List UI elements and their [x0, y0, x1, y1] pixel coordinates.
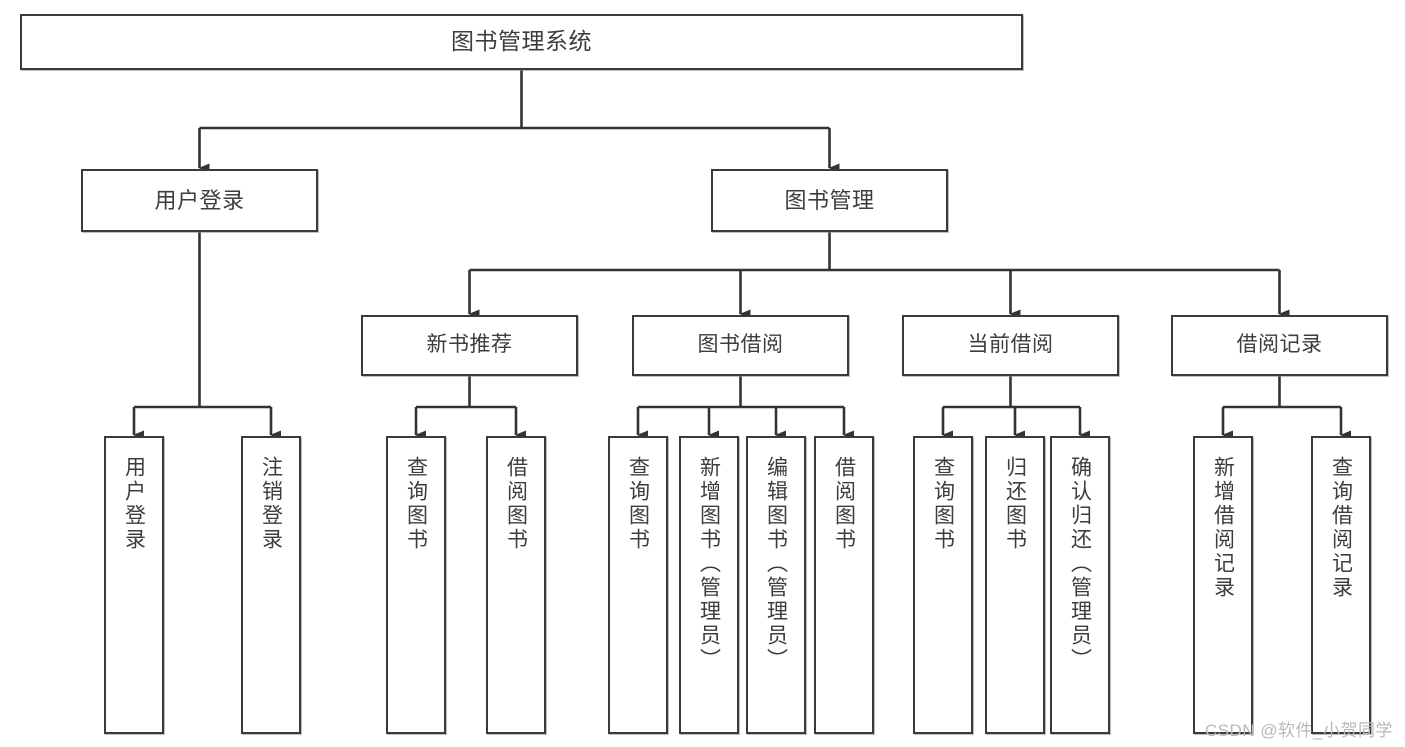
node-new-book-rec[interactable]: 新书推荐	[361, 315, 578, 376]
node-label-leaf-borrow-query: 查询图书	[626, 456, 650, 552]
node-label-leaf-cur-return: 归还图书	[1003, 456, 1027, 552]
node-label-leaf-rec-add: 新增借阅记录	[1211, 456, 1235, 600]
node-label-leaf-logout: 注销登录	[259, 456, 283, 552]
node-label-leaf-rec-query-log: 查询借阅记录	[1329, 456, 1353, 600]
node-user-login[interactable]: 用户登录	[81, 169, 318, 232]
node-label-leaf-borrow-add: 新增图书（管理员）	[697, 456, 721, 672]
node-label-leaf-user-login: 用户登录	[122, 456, 146, 552]
node-label-book-borrow: 图书借阅	[697, 333, 784, 357]
node-label-leaf-borrow-edit: 编辑图书（管理员）	[764, 456, 788, 672]
node-label-book-manage: 图书管理	[784, 187, 875, 213]
node-label-leaf-rec-query: 查询图书	[404, 456, 428, 552]
node-leaf-borrow-lend[interactable]: 借阅图书	[814, 436, 874, 734]
node-leaf-rec-borrow[interactable]: 借阅图书	[486, 436, 546, 734]
node-label-leaf-cur-confirm: 确认归还（管理员）	[1068, 456, 1092, 672]
node-label-leaf-rec-borrow: 借阅图书	[504, 456, 528, 552]
node-book-manage[interactable]: 图书管理	[711, 169, 948, 232]
node-leaf-logout[interactable]: 注销登录	[241, 436, 301, 734]
node-leaf-borrow-query[interactable]: 查询图书	[608, 436, 668, 734]
node-label-user-login: 用户登录	[154, 187, 245, 213]
node-leaf-rec-add[interactable]: 新增借阅记录	[1193, 436, 1253, 734]
node-leaf-rec-query[interactable]: 查询图书	[386, 436, 446, 734]
node-leaf-borrow-edit[interactable]: 编辑图书（管理员）	[746, 436, 806, 734]
node-leaf-cur-confirm[interactable]: 确认归还（管理员）	[1050, 436, 1110, 734]
node-root[interactable]: 图书管理系统	[20, 14, 1023, 70]
node-leaf-cur-query[interactable]: 查询图书	[913, 436, 973, 734]
node-leaf-user-login[interactable]: 用户登录	[104, 436, 164, 734]
node-current-borrow[interactable]: 当前借阅	[902, 315, 1119, 376]
node-leaf-borrow-add[interactable]: 新增图书（管理员）	[679, 436, 739, 734]
node-leaf-cur-return[interactable]: 归还图书	[985, 436, 1045, 734]
node-label-current-borrow: 当前借阅	[967, 333, 1054, 357]
node-borrow-record[interactable]: 借阅记录	[1171, 315, 1388, 376]
node-book-borrow[interactable]: 图书借阅	[632, 315, 849, 376]
node-label-borrow-record: 借阅记录	[1236, 333, 1323, 357]
node-leaf-rec-query-log[interactable]: 查询借阅记录	[1311, 436, 1371, 734]
node-label-new-book-rec: 新书推荐	[426, 333, 513, 357]
csdn-watermark: CSDN @软件_小贺同学	[1204, 721, 1393, 740]
node-label-leaf-borrow-lend: 借阅图书	[832, 456, 856, 552]
node-label-leaf-cur-query: 查询图书	[931, 456, 955, 552]
node-label-root: 图书管理系统	[451, 28, 592, 55]
